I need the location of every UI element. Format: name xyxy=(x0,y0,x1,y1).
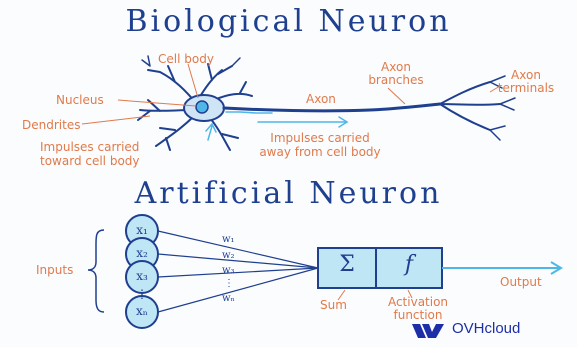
weight-w2: w₂ xyxy=(222,250,235,261)
label-impulses-away-1: Impulses carried xyxy=(240,131,400,145)
input-x3: x₃ xyxy=(122,269,162,283)
activation-symbol: f xyxy=(376,252,442,277)
label-impulses-toward-1: Impulses carried xyxy=(40,140,139,154)
label-nucleus: Nucleus xyxy=(56,93,104,107)
label-cell-body: Cell body xyxy=(158,52,214,66)
input-xn: xₙ xyxy=(122,304,162,318)
label-impulses-away-2: away from cell body xyxy=(236,145,404,159)
label-dendrites: Dendrites xyxy=(22,118,80,132)
label-activation-1: Activation xyxy=(378,295,458,309)
label-impulses-toward-2: toward cell body xyxy=(40,154,140,168)
label-axon-branches-1: Axon xyxy=(366,60,426,74)
label-inputs: Inputs xyxy=(36,263,73,277)
input-dots: ⋮ xyxy=(122,287,162,301)
sum-symbol: Σ xyxy=(318,252,376,277)
weight-w3: w₃ xyxy=(222,265,235,276)
weight-w1: w₁ xyxy=(222,234,235,245)
label-axon-terminals-2: terminals xyxy=(494,81,558,95)
ovhcloud-logo: OVHcloud xyxy=(410,318,520,338)
weight-wn: wₙ xyxy=(222,293,235,304)
weight-dots: ⋮ xyxy=(224,278,234,289)
label-axon: Axon xyxy=(306,92,336,106)
label-axon-branches-2: branches xyxy=(366,73,426,87)
input-x2: x₂ xyxy=(122,246,162,260)
logo-text: OVHcloud xyxy=(452,320,520,337)
label-output: Output xyxy=(500,275,542,289)
label-sum: Sum xyxy=(320,298,347,312)
label-axon-terminals-1: Axon xyxy=(494,68,558,82)
input-x1: x₁ xyxy=(122,223,162,237)
